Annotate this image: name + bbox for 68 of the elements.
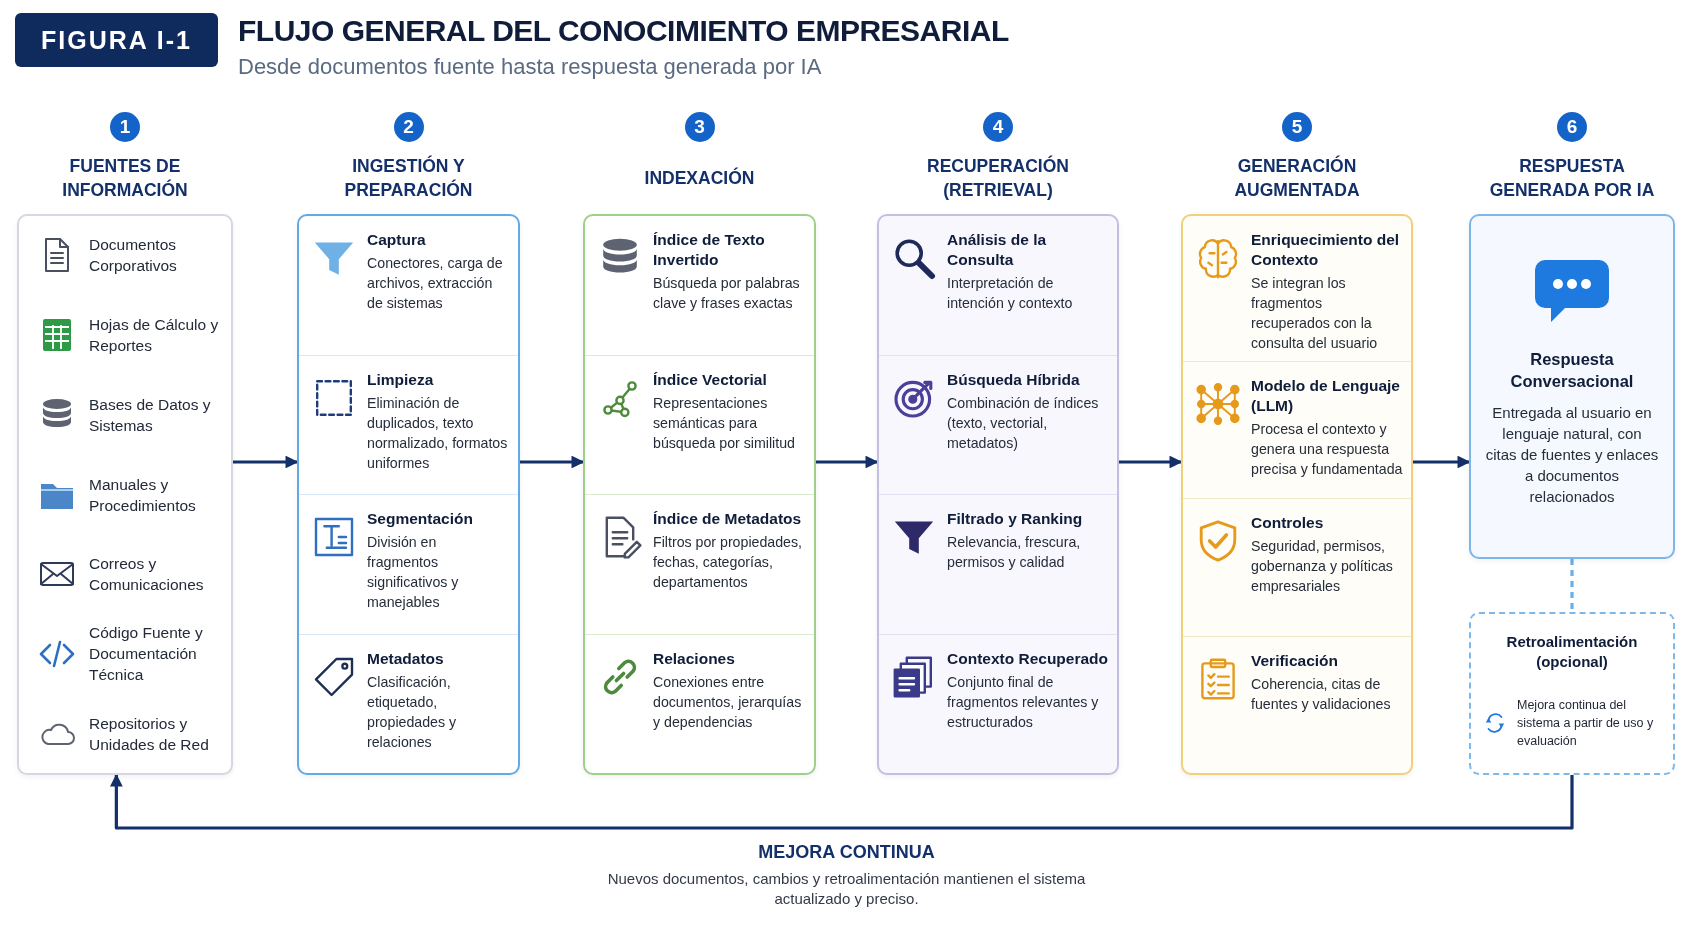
item-description: Conectores, carga de archivos, extracción de sistemas [367,254,504,313]
item-title: Índice Vectorial [653,369,768,390]
source-label: Hojas de Cálculo y Reportes [89,315,220,357]
item-title: Índice de Texto Invertido [653,230,766,270]
item-title: Captura [367,230,427,250]
item-description: Interpretación de intención y contexto [947,274,1074,313]
step-number: 2 [393,112,424,142]
feedback-box [1469,612,1675,775]
source-label: Manuales y Procedimientos [89,474,197,516]
item-title: Metadatos [367,648,445,669]
source-label: Bases de Datos y Sistemas [89,394,212,436]
step-number: 5 [1282,112,1312,142]
item-description: Coherencia, citas de fuentes y validaciones [1251,674,1392,714]
stage-heading: INGESTIÓN Y PREPARACIÓN [343,154,474,202]
item-title: Filtrado y Ranking [947,509,1084,529]
item-title: Controles [1251,513,1325,534]
dashed-connector [1570,559,1574,612]
source-label: Código Fuente y Documentación Técnica [89,623,204,686]
item-title: Modelo de Lenguaje (LLM) [1251,376,1401,416]
stage-heading: GENERACIÓN AUGMENTADA [1233,154,1361,202]
response-description: Entregada al usuario en lenguaje natural, con citas de fuentes y enlaces a documentos relacionados [1485,403,1659,507]
figure-badge: FIGURA I-1 [15,13,218,67]
item-description: Clasificación, etiquetado, propiedades y relaciones [367,672,458,752]
step-number: 1 [110,112,140,142]
stage-heading: FUENTES DE INFORMACIÓN [61,155,189,202]
diagram-subtitle: Desde documentos fuente hasta respuesta generada por IA [238,54,822,80]
source-label: Repositorios y Unidades de Red [89,713,210,755]
item-description: Seguridad, permisos, gobernanza y políticas empresariales [1251,537,1394,597]
arrow [816,455,879,469]
step-number: 6 [1557,112,1587,142]
item-description: Eliminación de duplicados, texto normalizado, formatos uniformes [367,393,509,473]
item-title: Segmentación [367,509,474,529]
item-description: Conexiones entre documentos, jerarquías y dependencias [653,672,803,732]
feedback-title: Retroalimentación (opcional) [1505,632,1639,672]
arrow [233,455,299,469]
item-description: Conjunto final de fragmentos relevantes y estructurados [947,672,1100,732]
item-description: Relevancia, frescura, permisos y calidad [947,533,1082,572]
item-title: Índice de Metadatos [653,509,803,529]
item-description: Filtros por propiedades, fechas, categorías, departamentos [653,533,804,592]
item-description: Se integran los fragmentos recuperados con la consulta del usuario [1251,274,1379,353]
item-description: Combinación de índices (texto, vectorial, metadatos) [947,393,1100,453]
item-description: División en fragmentos significativos y manejables [367,533,460,612]
response-title: Respuesta Conversacional [1509,349,1635,392]
arrow [1413,455,1471,469]
loop-heading: MEJORA CONTINUA [757,842,936,863]
loop-description: Nuevos documentos, cambios y retroalimentación mantienen el sistema actualizado y preciso. [606,869,1087,909]
source-label: Correos y Comunicaciones [89,554,205,596]
item-title: Contexto Recuperado [947,648,1109,669]
step-number: 4 [983,112,1013,142]
arrow [1119,455,1183,469]
item-title: Relaciones [653,648,736,669]
source-label: Documentos Corporativos [89,235,178,277]
item-title: Limpieza [367,369,435,390]
item-title: Análisis de la Consulta [947,230,1048,270]
step-number: 3 [684,112,715,142]
arrow [109,773,1574,830]
arrow [520,455,585,469]
item-description: Representaciones semánticas para búsqueda por similitud [653,393,796,453]
item-title: Búsqueda Híbrida [947,369,1081,390]
item-description: Procesa el contexto y genera una respuesta precisa y fundamentada [1251,420,1403,479]
stage-heading: RESPUESTA GENERADA POR IA [1488,155,1656,202]
feedback-description: Mejora continua del sistema a partir de uso y evaluación [1517,697,1655,750]
stage-heading: RECUPERACIÓN (RETRIEVAL) [926,154,1070,202]
item-description: Búsqueda por palabras clave y frases exactas [653,274,801,313]
item-title: Enriquecimiento del Contexto [1251,230,1401,270]
item-title: Verificación [1251,650,1339,671]
diagram-title: FLUJO GENERAL DEL CONOCIMIENTO EMPRESARIAL [238,14,1009,48]
stage-heading: INDEXACIÓN [644,166,755,190]
